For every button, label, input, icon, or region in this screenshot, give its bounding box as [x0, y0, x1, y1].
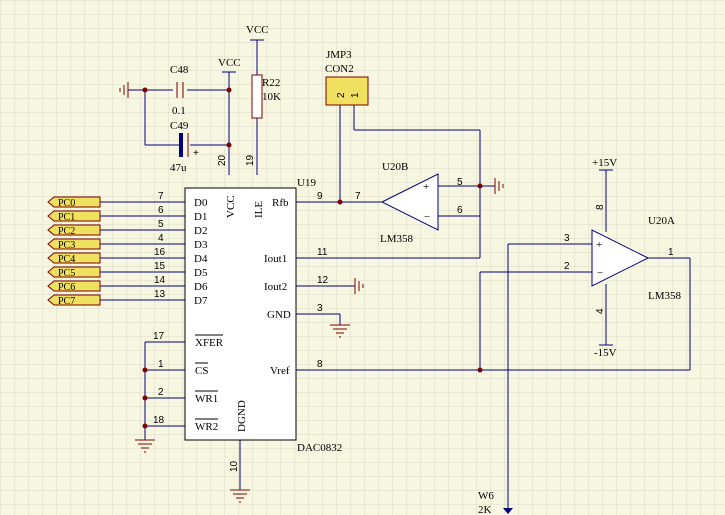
- svg-text:D6: D6: [194, 281, 208, 293]
- u20a-part: LM358: [648, 290, 682, 302]
- port-pc7: PC7: [58, 296, 75, 307]
- r22-ref: R22: [262, 77, 280, 89]
- svg-text:Vref: Vref: [270, 365, 290, 377]
- u19-data-pins: D0 D1 D2 D3 D4 D5 D6 D7 7 6 5 4 16 15 14…: [154, 191, 208, 307]
- svg-text:Iout2: Iout2: [264, 281, 287, 293]
- vcc-label-top: VCC: [246, 24, 269, 36]
- u20a-out-num: 1: [668, 247, 674, 258]
- resistor-r22: [251, 74, 263, 119]
- svg-text:7: 7: [158, 191, 164, 202]
- svg-text:9: 9: [317, 191, 323, 202]
- svg-text:D4: D4: [194, 253, 208, 265]
- c49-ref: C49: [170, 120, 189, 132]
- svg-text:1: 1: [158, 359, 164, 370]
- jmp3-part: CON2: [325, 63, 354, 75]
- port-pc0: PC0: [58, 198, 75, 209]
- capacitor-c48: [176, 82, 184, 98]
- svg-text:CS: CS: [195, 365, 208, 377]
- c48-value: 0.1: [172, 105, 186, 117]
- u19-ile-num: 19: [245, 154, 256, 166]
- u20b-plus: +: [423, 181, 429, 193]
- svg-text:3: 3: [317, 303, 323, 314]
- svg-text:D3: D3: [194, 239, 208, 251]
- u19-chip: [184, 187, 297, 441]
- u20a-ref: U20A: [648, 215, 675, 227]
- u19-dgnd-num: 10: [229, 460, 240, 472]
- svg-text:Rfb: Rfb: [272, 197, 289, 209]
- r22-value: 10K: [262, 91, 281, 103]
- u19-part: DAC0832: [297, 442, 342, 454]
- port-pc2: PC2: [58, 226, 75, 237]
- svg-text:6: 6: [158, 205, 164, 216]
- u20a-v4-num: 4: [595, 308, 606, 314]
- port-pc5: PC5: [58, 268, 75, 279]
- u20b-part: LM358: [380, 233, 414, 245]
- svg-text:5: 5: [158, 219, 164, 230]
- u20a-minus-num: 2: [564, 261, 570, 272]
- ground-symbols: [119, 82, 504, 503]
- u20b-ref: U20B: [382, 161, 408, 173]
- u19-vcc-num: 20: [217, 154, 228, 166]
- u20b-plus-num: 5: [457, 177, 463, 188]
- svg-text:11: 11: [317, 247, 328, 258]
- u20b-out-num: 7: [355, 191, 361, 202]
- u19-right-pins: Rfb Iout1 Iout2 GND Vref 9 11 12 3 8: [264, 191, 329, 377]
- svg-text:8: 8: [317, 359, 323, 370]
- svg-text:D5: D5: [194, 267, 208, 279]
- u19-ile-pin: ILE: [253, 201, 265, 218]
- svg-text:17: 17: [153, 331, 165, 342]
- c49-value: 47u: [170, 162, 187, 174]
- p15v-label: +15V: [592, 157, 617, 169]
- u20a-minus: −: [597, 267, 603, 279]
- svg-text:16: 16: [154, 247, 166, 258]
- power-symbols: [222, 39, 613, 346]
- u20b-minus: −: [424, 211, 430, 223]
- svg-text:GND: GND: [267, 309, 291, 321]
- u20a-plus: +: [596, 239, 602, 251]
- svg-text:D0: D0: [194, 197, 208, 209]
- port-labels: PC0 PC1 PC2 PC3 PC4 PC5 PC6 PC7: [47, 196, 101, 307]
- jmp3-ref: JMP3: [326, 49, 352, 61]
- capacitor-c49: +: [179, 133, 199, 159]
- u20a-v8-num: 8: [595, 204, 606, 210]
- jumper-jmp3: [325, 76, 369, 106]
- port-pc6: PC6: [58, 282, 75, 293]
- svg-text:XFER: XFER: [195, 337, 224, 349]
- u19-vcc-pin: VCC: [225, 195, 237, 218]
- svg-text:D2: D2: [194, 225, 207, 237]
- svg-text:2: 2: [158, 387, 164, 398]
- svg-text:Iout1: Iout1: [264, 253, 287, 265]
- junction-dots: [142, 87, 483, 429]
- jmp3-pin2: 2: [336, 92, 347, 98]
- port-pc3: PC3: [58, 240, 75, 251]
- u20a-opamp: [591, 229, 650, 287]
- port-pc1: PC1: [58, 212, 75, 223]
- svg-text:18: 18: [153, 415, 165, 426]
- w6-ref: W6: [478, 490, 494, 502]
- m15v-label: -15V: [594, 347, 617, 359]
- vcc-label-mid: VCC: [218, 57, 241, 69]
- c48-ref: C48: [170, 64, 189, 76]
- jmp3-pin1: 1: [350, 92, 361, 98]
- svg-text:12: 12: [317, 275, 329, 286]
- svg-text:+: +: [193, 148, 199, 159]
- svg-text:D1: D1: [194, 211, 207, 223]
- u19-control-pins: XFER CS WR1 WR2 17 1 2 18: [153, 331, 224, 433]
- u20b-minus-num: 6: [457, 205, 463, 216]
- svg-text:15: 15: [154, 261, 166, 272]
- u20b-opamp: [380, 173, 439, 231]
- w6-wiper-arrow: [503, 508, 513, 514]
- svg-text:WR2: WR2: [195, 421, 218, 433]
- svg-text:4: 4: [158, 233, 164, 244]
- svg-text:14: 14: [154, 275, 166, 286]
- w6-value: 2K: [478, 504, 492, 515]
- u19-ref: U19: [297, 177, 316, 189]
- u19-dgnd-pin: DGND: [236, 400, 248, 432]
- u20a-plus-num: 3: [564, 233, 570, 244]
- svg-text:13: 13: [154, 289, 166, 300]
- svg-text:D7: D7: [194, 295, 208, 307]
- svg-text:WR1: WR1: [195, 393, 218, 405]
- port-pc4: PC4: [58, 254, 75, 265]
